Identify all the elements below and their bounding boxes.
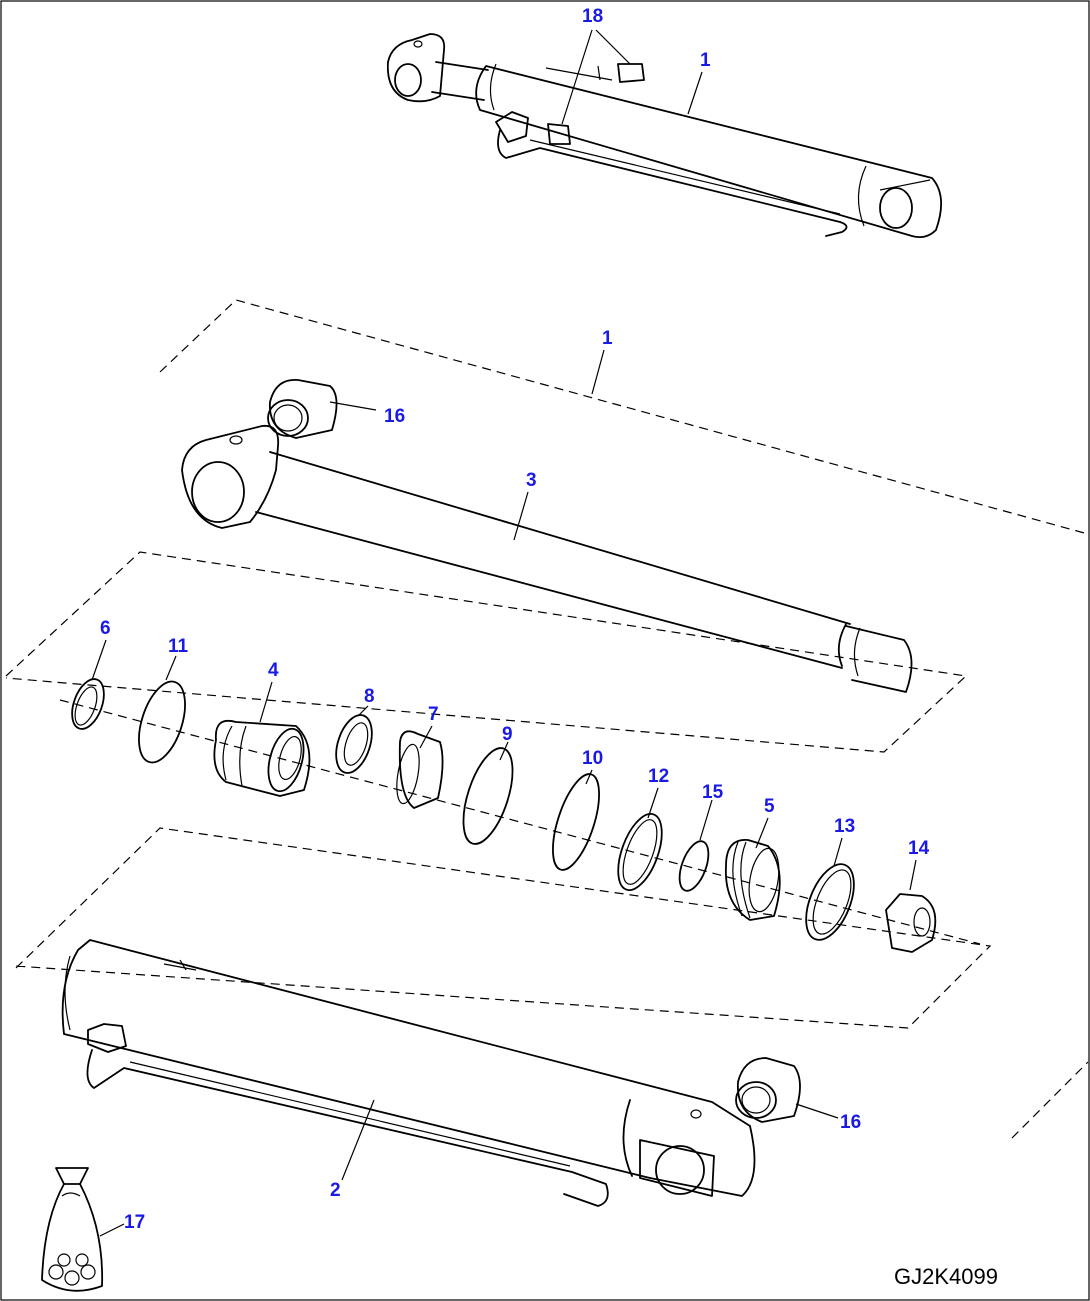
leader-lines (91, 29, 917, 1237)
ring-12 (617, 813, 663, 891)
ring-10 (552, 773, 600, 871)
callout-15: 15 (702, 782, 724, 803)
o-ring-11 (138, 680, 186, 764)
o-ring-15 (678, 840, 710, 892)
seal-8 (335, 714, 373, 774)
bushing-top (267, 379, 338, 439)
callout-11: 11 (168, 636, 189, 657)
group-outline-barrel (15, 827, 992, 1029)
collar-7 (396, 730, 444, 809)
callout-17: 17 (124, 1212, 145, 1233)
callout-7: 7 (428, 704, 439, 725)
ring-13 (805, 863, 855, 941)
seal-ring-6 (71, 678, 105, 730)
callout-3: 3 (526, 470, 537, 491)
callout-18: 18 (582, 6, 603, 27)
bushing-bottom (735, 1057, 801, 1123)
callout-2: 2 (330, 1180, 341, 1201)
callout-16-bottom: 16 (840, 1112, 861, 1133)
callout-5: 5 (764, 796, 775, 817)
callout-8: 8 (364, 686, 375, 707)
cylinder-barrel (61, 939, 756, 1207)
assembled-cylinder (386, 33, 942, 239)
parts-bag-17 (41, 1167, 104, 1292)
group-outline-cylinder (159, 299, 1089, 1139)
callout-10: 10 (582, 748, 603, 769)
nut-14 (885, 893, 937, 953)
callout-14: 14 (908, 838, 930, 859)
callout-6: 6 (100, 618, 111, 639)
drawing-id: GJ2K4099 (894, 1264, 998, 1289)
callout-9: 9 (502, 724, 513, 745)
axis-center-line (59, 699, 981, 945)
piston-5 (725, 839, 781, 921)
callout-13: 13 (834, 816, 855, 837)
callout-16-top: 16 (384, 406, 405, 427)
o-ring-9 (462, 747, 514, 845)
callout-1-group: 1 (602, 328, 613, 349)
callout-1-assembled: 1 (700, 50, 711, 71)
piston-rod (181, 424, 913, 693)
callout-4: 4 (268, 660, 279, 681)
callout-12: 12 (648, 766, 669, 787)
cylinder-head-4 (213, 719, 311, 797)
group-outline-piston-seals (5, 551, 968, 753)
